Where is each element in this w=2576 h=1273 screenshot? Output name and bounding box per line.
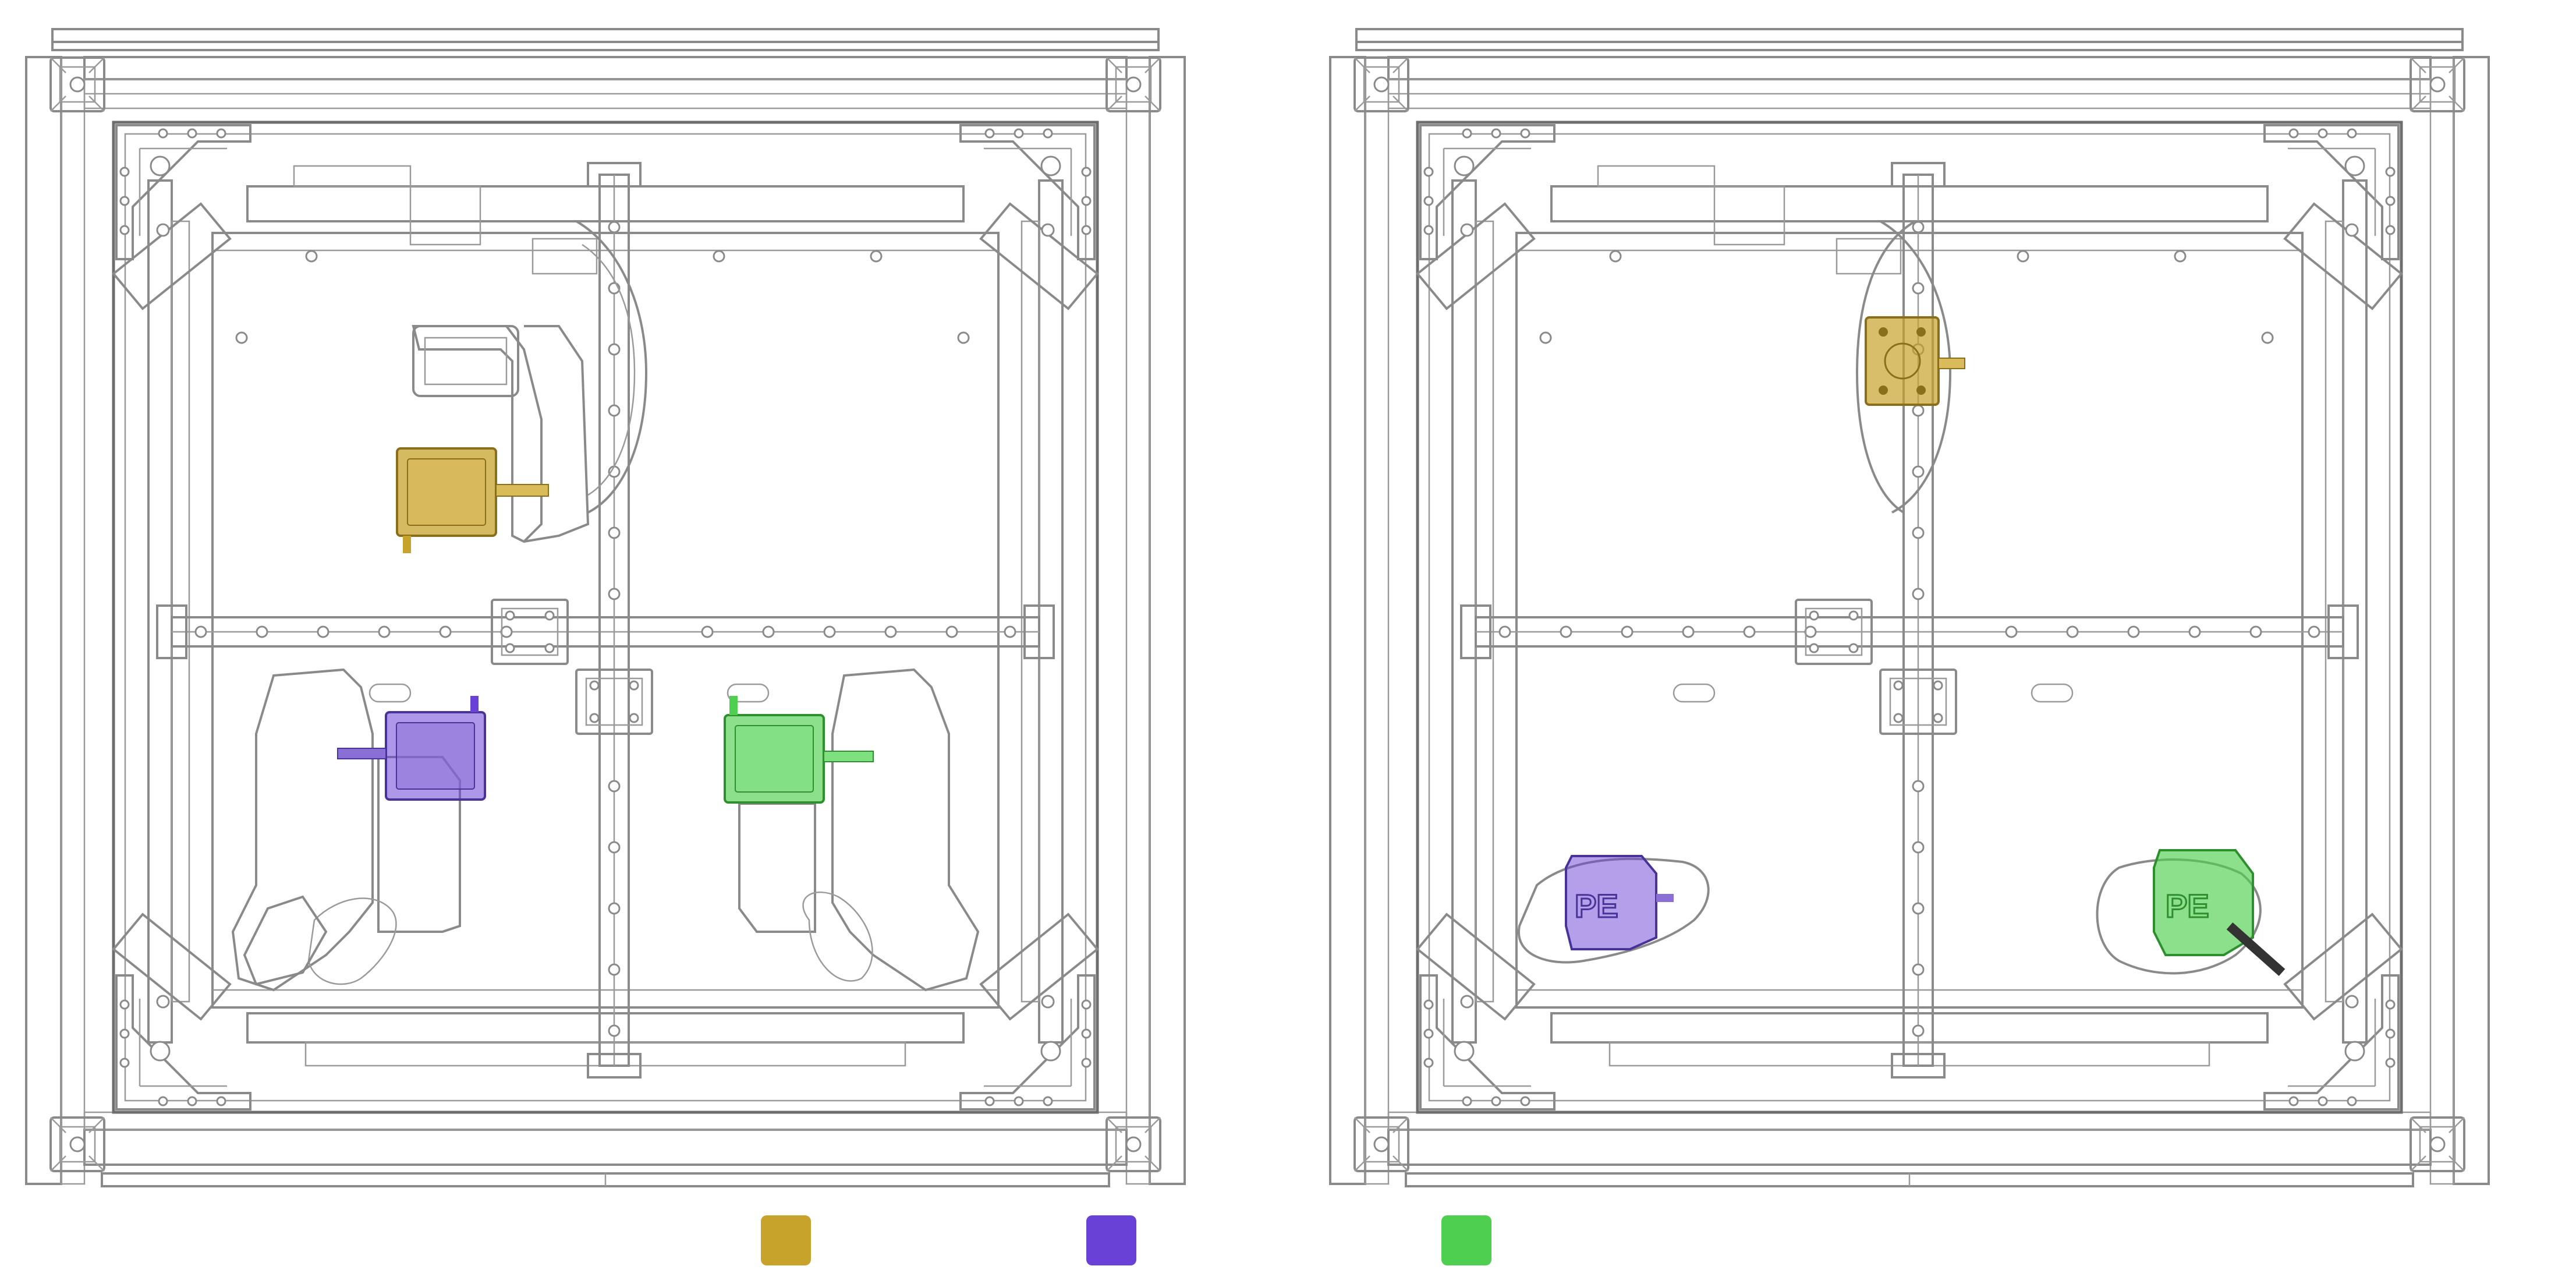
svg-text:PE: PE <box>2166 887 2209 924</box>
legend-swatch-purple <box>1086 1215 1136 1265</box>
left-upper-extruder-assembly <box>412 325 590 543</box>
right-yellow-motor <box>1865 316 1965 406</box>
legend-swatch-yellow <box>761 1215 811 1265</box>
left-yellow-motor <box>396 447 549 553</box>
left-purple-motor <box>337 696 486 801</box>
left-green-motor <box>724 696 874 804</box>
right-purple-extruder: PE <box>1517 855 1710 964</box>
right-green-extruder: PE <box>2096 849 2286 976</box>
svg-text:PE: PE <box>1575 887 1618 924</box>
right-printer-view <box>1330 29 2489 1186</box>
right-belt-pulley <box>1855 220 1952 514</box>
left-belt-pulley <box>576 220 648 514</box>
left-printer-view <box>26 29 1185 1186</box>
legend-swatch-green <box>1441 1215 1491 1265</box>
